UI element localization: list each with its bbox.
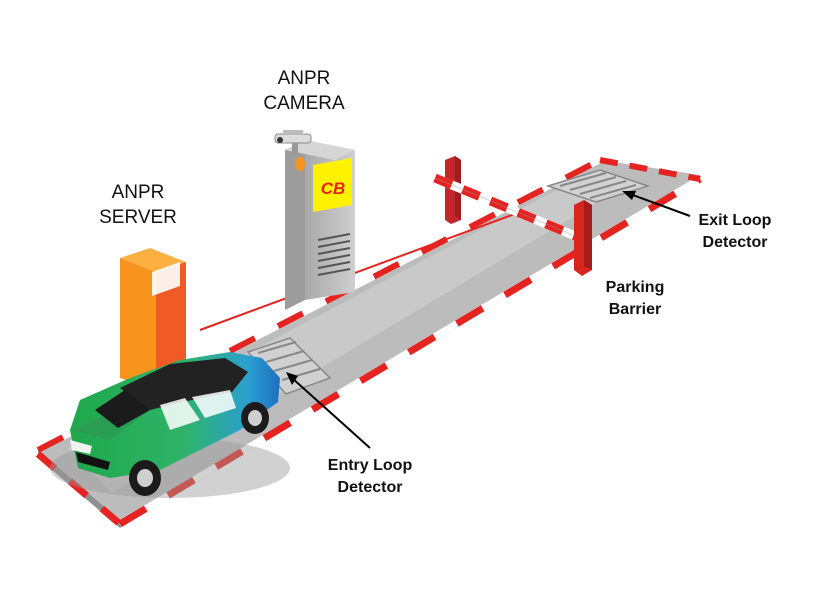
curb-front (35, 451, 123, 527)
booth-sign-panel (313, 158, 352, 212)
anpr-server-label: ANPR SERVER (88, 180, 188, 230)
anpr-camera-booth: CB (285, 140, 355, 310)
parking-barrier (433, 156, 592, 276)
anpr-camera-icon (274, 130, 312, 153)
camera-label-line-1: ANPR (277, 68, 331, 89)
booth-sign-text: CB (321, 179, 346, 198)
curb-right (118, 175, 702, 528)
entry-loop-arrow (286, 372, 371, 449)
anpr-server-unit (120, 248, 186, 390)
car-illustration (50, 352, 290, 498)
exit-label-line-1: Exit Loop (698, 212, 772, 229)
lane-line (199, 211, 521, 331)
anpr-camera-label: ANPR CAMERA (254, 66, 354, 116)
entry-loop-detector-pad (246, 337, 332, 395)
parking-barrier-label: Parking Barrier (590, 277, 680, 321)
entry-label-line-2: Detector (337, 479, 403, 496)
exit-loop-detector-pad (545, 169, 651, 203)
barrier-label-line-1: Parking (605, 279, 665, 296)
entry-loop-detector-label: Entry Loop Detector (305, 455, 435, 499)
entry-label-line-1: Entry Loop (327, 457, 413, 474)
curb-back (599, 157, 701, 182)
server-label-line-1: ANPR (111, 182, 165, 203)
server-label-line-2: SERVER (99, 207, 177, 228)
exit-loop-detector-label: Exit Loop Detector (680, 210, 790, 254)
exit-loop-arrow (622, 191, 691, 217)
barrier-label-line-2: Barrier (608, 301, 662, 318)
camera-label-line-2: CAMERA (263, 93, 345, 114)
exit-label-line-2: Detector (702, 234, 768, 251)
